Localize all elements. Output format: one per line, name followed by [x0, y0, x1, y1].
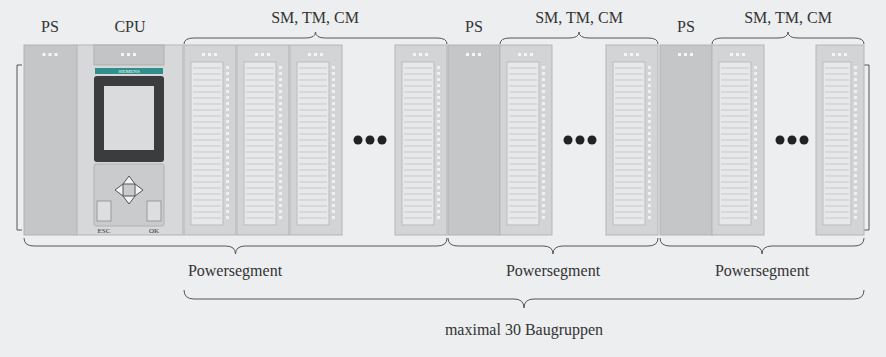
io-module [606, 45, 658, 235]
total-label: maximal 30 Baugruppen [445, 322, 603, 338]
brand-logo: SIEMENS [118, 69, 139, 74]
module-label: PS [41, 19, 59, 35]
cpu-module [77, 45, 183, 235]
io-module [237, 45, 289, 235]
curly-brace [712, 32, 864, 44]
status-led [214, 53, 217, 56]
status-led [208, 53, 211, 56]
status-led [320, 53, 323, 56]
status-led [267, 53, 270, 56]
status-led [678, 53, 681, 56]
io-module [712, 45, 764, 235]
status-led [838, 53, 841, 56]
display-bezel [94, 76, 164, 162]
status-led [636, 53, 639, 56]
status-led [255, 53, 258, 56]
status-led [690, 53, 693, 56]
curly-brace [184, 290, 864, 308]
module-label: PS [677, 19, 695, 35]
status-led [308, 53, 311, 56]
group-label: SM, TM, CM [271, 10, 359, 26]
status-led [530, 53, 533, 56]
io-module [816, 45, 864, 235]
ellipsis-dots [776, 136, 809, 145]
segment-label: Powersegment [506, 263, 600, 279]
status-led [472, 53, 475, 56]
io-module [290, 45, 342, 235]
status-led [127, 53, 130, 56]
status-led [466, 53, 469, 56]
curly-brace [448, 238, 658, 254]
status-led [202, 53, 205, 56]
keypad [94, 164, 164, 226]
status-led [736, 53, 739, 56]
status-led [261, 53, 264, 56]
rail-bracket [864, 65, 869, 230]
status-led [133, 53, 136, 56]
status-led [524, 53, 527, 56]
status-led [314, 53, 317, 56]
segment-label: Powersegment [715, 263, 809, 279]
module-label: CPU [114, 19, 145, 35]
status-led [832, 53, 835, 56]
key-label: ESC [98, 228, 111, 235]
status-led [49, 53, 52, 56]
status-led [425, 53, 428, 56]
status-led [43, 53, 46, 56]
status-led [844, 53, 847, 56]
group-label: SM, TM, CM [744, 10, 832, 26]
status-led [684, 53, 687, 56]
status-led [518, 53, 521, 56]
display-screen [104, 86, 154, 150]
curly-brace [660, 238, 864, 254]
status-led [624, 53, 627, 56]
status-led [121, 53, 124, 56]
ellipsis-dots [564, 136, 597, 145]
curly-brace [500, 32, 658, 44]
io-module [184, 45, 236, 235]
power-supply-module [24, 45, 77, 235]
status-led [730, 53, 733, 56]
status-led [419, 53, 422, 56]
power-supply-module [660, 45, 712, 235]
ellipsis-dots [354, 136, 387, 145]
io-module [395, 45, 447, 235]
logo-strip [95, 68, 163, 74]
curly-brace [24, 238, 447, 254]
status-led [55, 53, 58, 56]
status-led [630, 53, 633, 56]
module-label: PS [465, 19, 483, 35]
status-led [478, 53, 481, 56]
power-supply-module [448, 45, 500, 235]
curly-brace [184, 32, 447, 44]
status-led [742, 53, 745, 56]
group-label: SM, TM, CM [535, 10, 623, 26]
status-led [413, 53, 416, 56]
rail-bracket [17, 65, 22, 230]
segment-label: Powersegment [188, 263, 282, 279]
key-label: OK [149, 228, 159, 235]
io-module [500, 45, 552, 235]
